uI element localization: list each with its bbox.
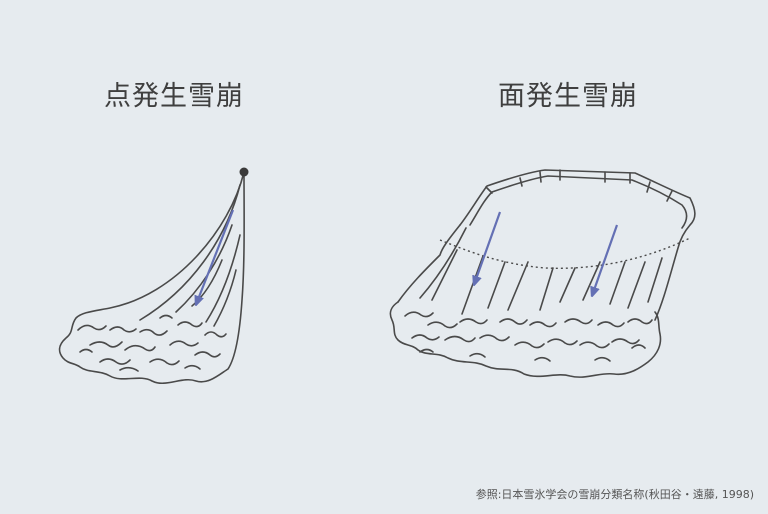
slab-flow-arrow-left — [475, 211, 502, 282]
slab-flow-arrow-right — [593, 224, 619, 293]
slab-avalanche-title: 面発生雪崩 — [498, 81, 638, 112]
slab-debris-outline — [389, 301, 662, 378]
slab-crown-outline — [459, 169, 696, 321]
slab-avalanche-illustration — [389, 169, 696, 378]
point-avalanche-illustration — [58, 171, 245, 385]
source-citation: 参照:日本雪氷学会の雪崩分類名称(秋田谷・遠藤, 1998) — [475, 488, 754, 501]
release-point-marker — [239, 167, 249, 177]
fracture-dotted-line — [439, 237, 691, 269]
point-avalanche-title: 点発生雪崩 — [104, 81, 244, 112]
point-avalanche-outline — [58, 171, 245, 385]
point-avalanche-flow-arrow — [197, 209, 235, 302]
